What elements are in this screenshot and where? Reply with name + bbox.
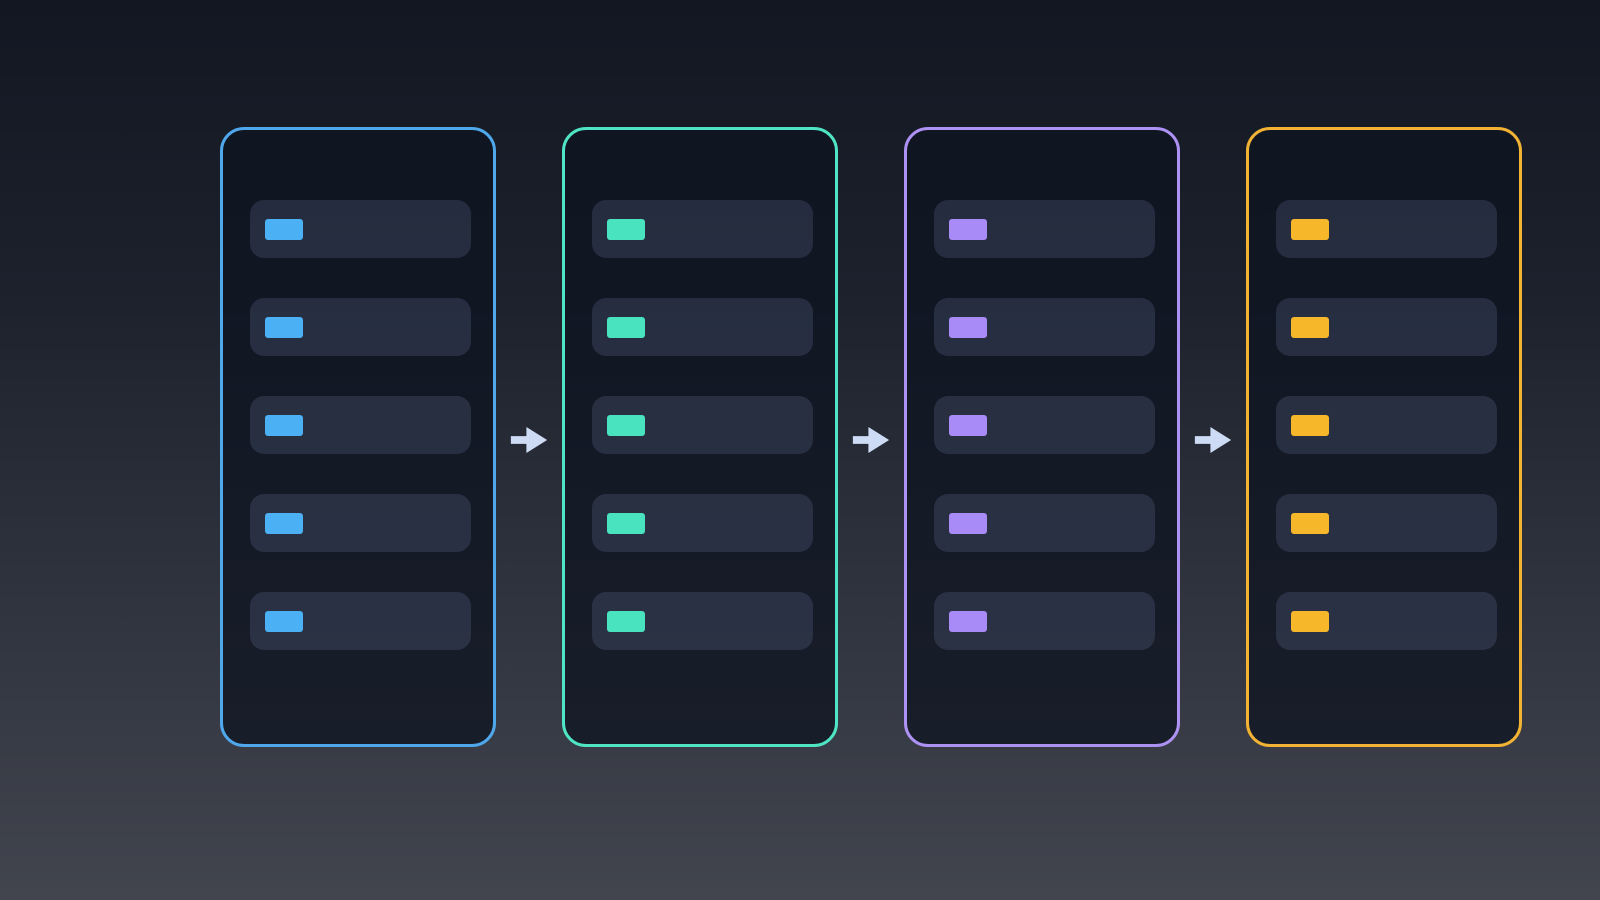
item-accent-chip (949, 218, 987, 240)
arrow-right-icon (1194, 427, 1232, 453)
pipeline-flow-diagram (220, 127, 1522, 747)
stage-card-4 (1246, 127, 1522, 747)
item-accent-chip (949, 414, 987, 436)
stage-4-list-item-2 (1276, 298, 1497, 356)
stage-4-list-item-4 (1276, 494, 1497, 552)
stage-card-1 (220, 127, 496, 747)
item-accent-chip (1291, 218, 1329, 240)
stage-3-list-item-2 (934, 298, 1155, 356)
stage-3-list-item-5 (934, 592, 1155, 650)
stage-1-list-item-4 (250, 494, 471, 552)
stage-1-list-item-5 (250, 592, 471, 650)
item-accent-chip (607, 414, 645, 436)
item-accent-chip (1291, 610, 1329, 632)
stage-3-list-item-4 (934, 494, 1155, 552)
flow-arrow (838, 127, 904, 747)
item-accent-chip (265, 610, 303, 632)
arrow-right-icon (510, 427, 548, 453)
flow-arrow (1180, 127, 1246, 747)
item-accent-chip (607, 218, 645, 240)
stage-1-list-item-3 (250, 396, 471, 454)
stage-4-list-item-1 (1276, 200, 1497, 258)
stage-2-list-item-3 (592, 396, 813, 454)
stage-card-3 (904, 127, 1180, 747)
arrow-right-icon (852, 427, 890, 453)
item-accent-chip (949, 316, 987, 338)
item-accent-chip (265, 218, 303, 240)
flow-arrow (496, 127, 562, 747)
item-accent-chip (949, 610, 987, 632)
stage-1-list-item-1 (250, 200, 471, 258)
stage-2-list-item-2 (592, 298, 813, 356)
item-accent-chip (1291, 414, 1329, 436)
item-accent-chip (1291, 316, 1329, 338)
item-accent-chip (607, 610, 645, 632)
item-accent-chip (265, 512, 303, 534)
item-accent-chip (265, 316, 303, 338)
stage-2-list-item-5 (592, 592, 813, 650)
stage-1-list-item-2 (250, 298, 471, 356)
item-accent-chip (1291, 512, 1329, 534)
stage-3-list-item-3 (934, 396, 1155, 454)
item-accent-chip (607, 512, 645, 534)
item-accent-chip (607, 316, 645, 338)
stage-2-list-item-4 (592, 494, 813, 552)
stage-2-list-item-1 (592, 200, 813, 258)
stage-card-2 (562, 127, 838, 747)
item-accent-chip (265, 414, 303, 436)
item-accent-chip (949, 512, 987, 534)
stage-4-list-item-3 (1276, 396, 1497, 454)
stage-4-list-item-5 (1276, 592, 1497, 650)
stage-3-list-item-1 (934, 200, 1155, 258)
